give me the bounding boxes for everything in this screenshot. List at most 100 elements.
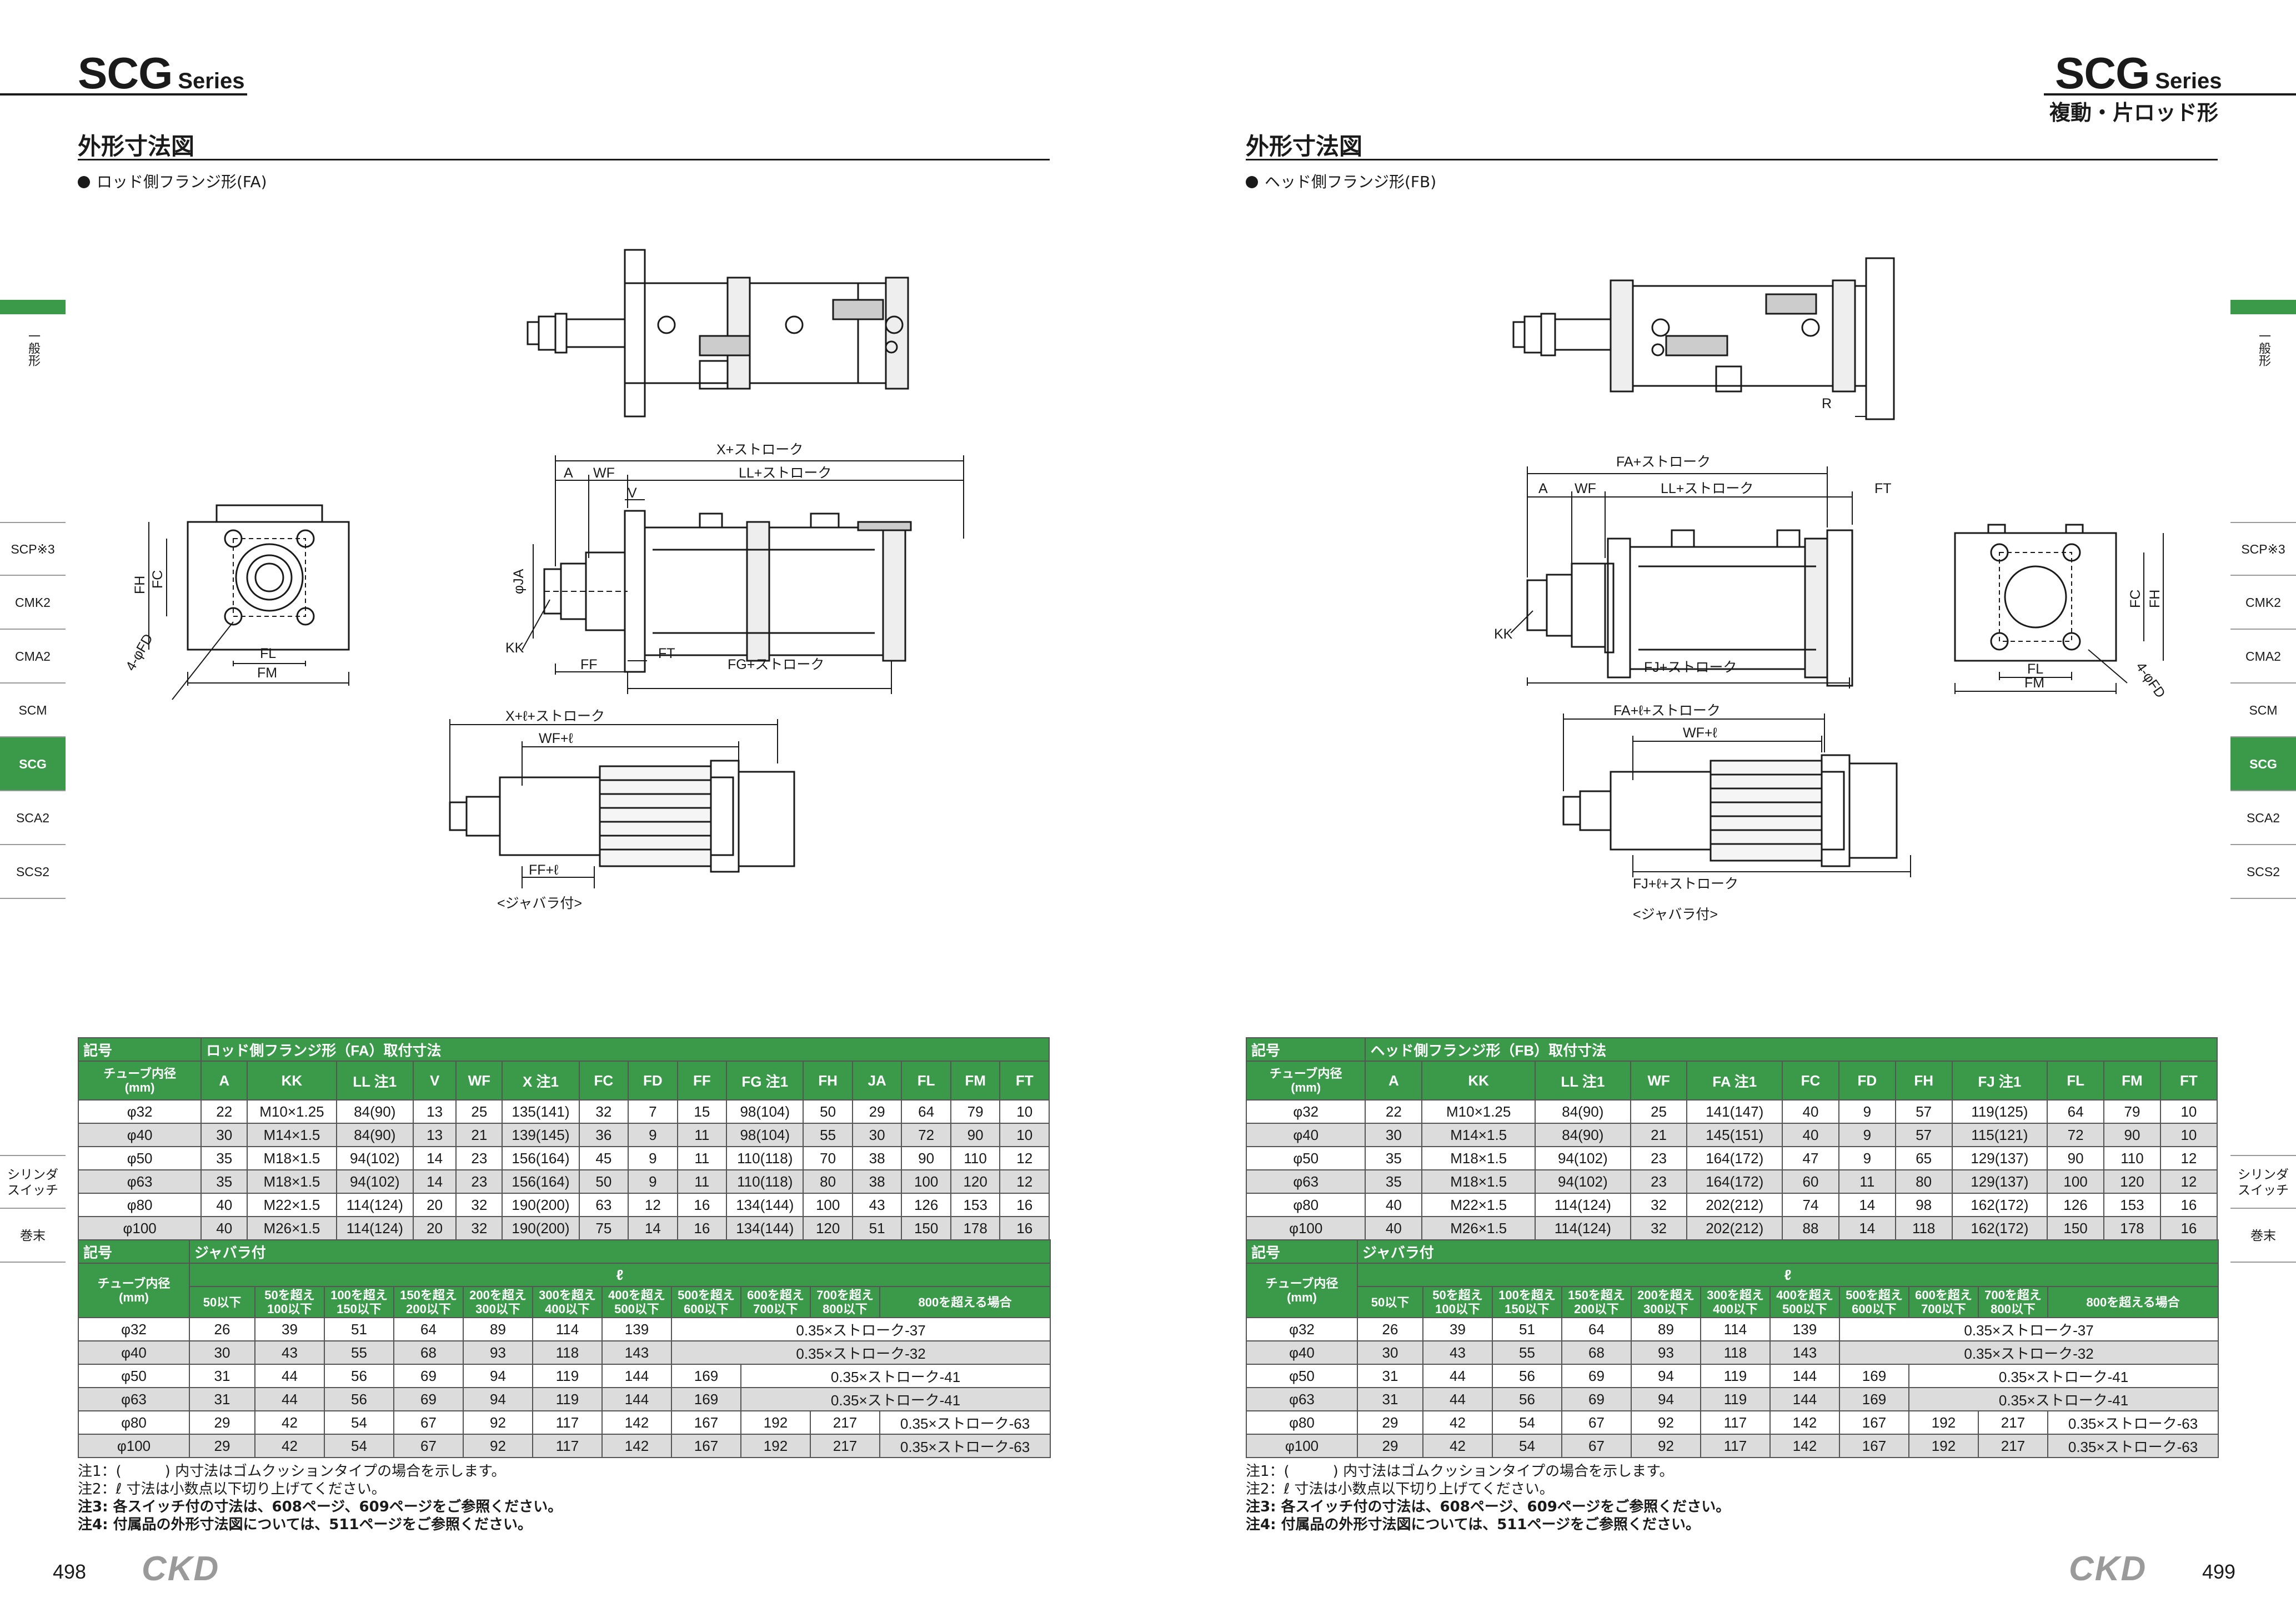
- fa-value-cell: 72: [901, 1123, 951, 1147]
- bellows-value-cell: 119: [532, 1364, 603, 1388]
- fb-value-cell: 10: [2159, 1099, 2218, 1124]
- sidebar-general-label: 一般形: [2257, 330, 2270, 366]
- right-brand-logo: CKD: [2069, 1550, 2147, 1588]
- bellows-value-cell: 117: [532, 1410, 603, 1435]
- sidebar-general-tab[interactable]: [2230, 300, 2296, 314]
- fa-value-cell: 36: [578, 1123, 629, 1147]
- sidebar-item-end[interactable]: 巻末: [0, 1209, 66, 1263]
- fa-value-cell: M26×1.5: [247, 1216, 337, 1240]
- bellows-value-cell: 217: [1978, 1434, 2048, 1458]
- bellows-value-cell: 114: [1700, 1317, 1771, 1341]
- fa-value-cell: 84(90): [335, 1099, 414, 1124]
- sidebar-general-tab[interactable]: [0, 300, 66, 314]
- fa-value-cell: 13: [412, 1123, 457, 1147]
- bellows-value-cell: 64: [393, 1317, 464, 1341]
- fb-value-cell: 88: [1782, 1216, 1839, 1240]
- fb-col-header: FA 注1: [1686, 1061, 1783, 1101]
- bellows-value-cell: 44: [1422, 1387, 1493, 1411]
- bellows-col-header: 100を超え 150以下: [324, 1286, 394, 1318]
- sidebar-item-cmk2[interactable]: CMK2: [2230, 576, 2296, 630]
- bellows-value-cell: 68: [393, 1340, 464, 1365]
- fb-value-cell: 10: [2159, 1123, 2218, 1147]
- bellows-formula-cell: 0.35×ストローク-63: [2047, 1410, 2219, 1435]
- dim-fa-stroke: FA+ストローク: [1616, 454, 1711, 470]
- bellows-value-cell: 42: [254, 1434, 325, 1458]
- fb-value-cell: 118: [1894, 1216, 1953, 1240]
- bellows-formula-cell: 0.35×ストローク-41: [1908, 1387, 2219, 1411]
- sidebar-item-scm[interactable]: SCM: [0, 684, 66, 737]
- fb-value-cell: 141(147): [1686, 1099, 1783, 1124]
- bellows-bore-cell: φ40: [1246, 1340, 1358, 1365]
- bellows-value-cell: 42: [1422, 1410, 1493, 1435]
- fa-col-header: X 注1: [502, 1061, 580, 1101]
- bellows-value-cell: 44: [1422, 1364, 1493, 1388]
- bellows-value-cell: 94: [463, 1364, 533, 1388]
- fa-group-label: ロッド側フランジ形（FA）取付寸法: [200, 1037, 1050, 1062]
- sidebar-item-scg[interactable]: SCG: [2230, 737, 2296, 791]
- sidebar-item-scp3[interactable]: SCP※3: [2230, 522, 2296, 576]
- bellows-value-cell: 69: [1561, 1387, 1632, 1411]
- sidebar-item-sca2[interactable]: SCA2: [0, 791, 66, 845]
- fb-value-cell: M14×1.5: [1421, 1123, 1536, 1147]
- bellows-formula-cell: 0.35×ストローク-63: [879, 1434, 1051, 1458]
- fb-value-cell: 164(172): [1686, 1146, 1783, 1170]
- fb-value-cell: M10×1.25: [1421, 1099, 1536, 1124]
- bellows-col-header: 400を超え 500以下: [1769, 1286, 1840, 1318]
- sidebar-item-cma2[interactable]: CMA2: [0, 630, 66, 684]
- fa-value-cell: 135(141): [502, 1099, 580, 1124]
- bellows-value-cell: 30: [1357, 1340, 1423, 1365]
- bellows-value-cell: 39: [1422, 1317, 1493, 1341]
- fa-value-cell: 32: [455, 1193, 503, 1217]
- fa-value-cell: 9: [628, 1169, 678, 1194]
- fb-value-cell: 90: [2103, 1123, 2161, 1147]
- fb-value-cell: 150: [2047, 1216, 2105, 1240]
- fa-value-cell: 12: [999, 1169, 1050, 1194]
- fb-col-header: FJ 注1: [1951, 1061, 2048, 1101]
- right-bullet: ヘッド側フランジ形(FB): [1246, 170, 1436, 192]
- bellows-value-cell: 167: [671, 1434, 741, 1458]
- bellows-value-cell: 56: [1492, 1387, 1562, 1411]
- fa-col-header: FD: [628, 1061, 678, 1101]
- fa-value-cell: 14: [412, 1169, 457, 1194]
- left-notes: 注1：( ) 内寸法はゴムクッションタイプの場合を示します。 注2：ℓ 寸法は小…: [78, 1463, 1050, 1534]
- fb-col-header: A: [1365, 1061, 1423, 1101]
- fa-value-cell: 178: [950, 1216, 1001, 1240]
- fa-value-cell: M22×1.5: [247, 1193, 337, 1217]
- fa-col-header: A: [200, 1061, 248, 1101]
- sidebar-item-sca2[interactable]: SCA2: [2230, 791, 2296, 845]
- fb-value-cell: 162(172): [1951, 1216, 2048, 1240]
- sidebar-item-end[interactable]: 巻末: [2230, 1209, 2296, 1263]
- bellows-value-cell: 69: [1561, 1364, 1632, 1388]
- fa-value-cell: 94(102): [335, 1169, 414, 1194]
- sidebar-item-scm[interactable]: SCM: [2230, 684, 2296, 737]
- sidebar-item-scp3[interactable]: SCP※3: [0, 522, 66, 576]
- bullet-dot-icon: [78, 176, 90, 188]
- dim-fd: 4-φFD: [123, 631, 156, 674]
- bellows-value-cell: 217: [1978, 1410, 2048, 1435]
- bellows-value-cell: 29: [189, 1410, 255, 1435]
- fa-value-cell: 23: [455, 1169, 503, 1194]
- fb-value-cell: 114(124): [1535, 1216, 1631, 1240]
- fa-value-cell: 70: [803, 1146, 853, 1170]
- bellows-value-cell: 94: [463, 1387, 533, 1411]
- bellows-value-cell: 54: [1492, 1434, 1562, 1458]
- fa-value-cell: 110(118): [726, 1169, 804, 1194]
- sidebar-item-scg[interactable]: SCG: [0, 737, 66, 791]
- fb-value-cell: 40: [1365, 1193, 1423, 1217]
- bellows-formula-cell: 0.35×ストローク-41: [740, 1364, 1051, 1388]
- fa-bore-cell: φ100: [77, 1216, 202, 1240]
- sidebar-item-cmk2[interactable]: CMK2: [0, 576, 66, 630]
- sidebar-item-cma2[interactable]: CMA2: [2230, 630, 2296, 684]
- fb-value-cell: 202(212): [1686, 1216, 1783, 1240]
- sidebar-item-scs2[interactable]: SCS2: [2230, 845, 2296, 899]
- fa-value-cell: 16: [999, 1216, 1050, 1240]
- sidebar-item-scs2[interactable]: SCS2: [0, 845, 66, 899]
- sidebar-item-switch[interactable]: シリンダ スイッチ: [0, 1155, 66, 1209]
- sidebar-item-switch[interactable]: シリンダ スイッチ: [2230, 1155, 2296, 1209]
- right-section-rule: [1246, 159, 2218, 160]
- fb-code-label: 記号: [1245, 1037, 1366, 1062]
